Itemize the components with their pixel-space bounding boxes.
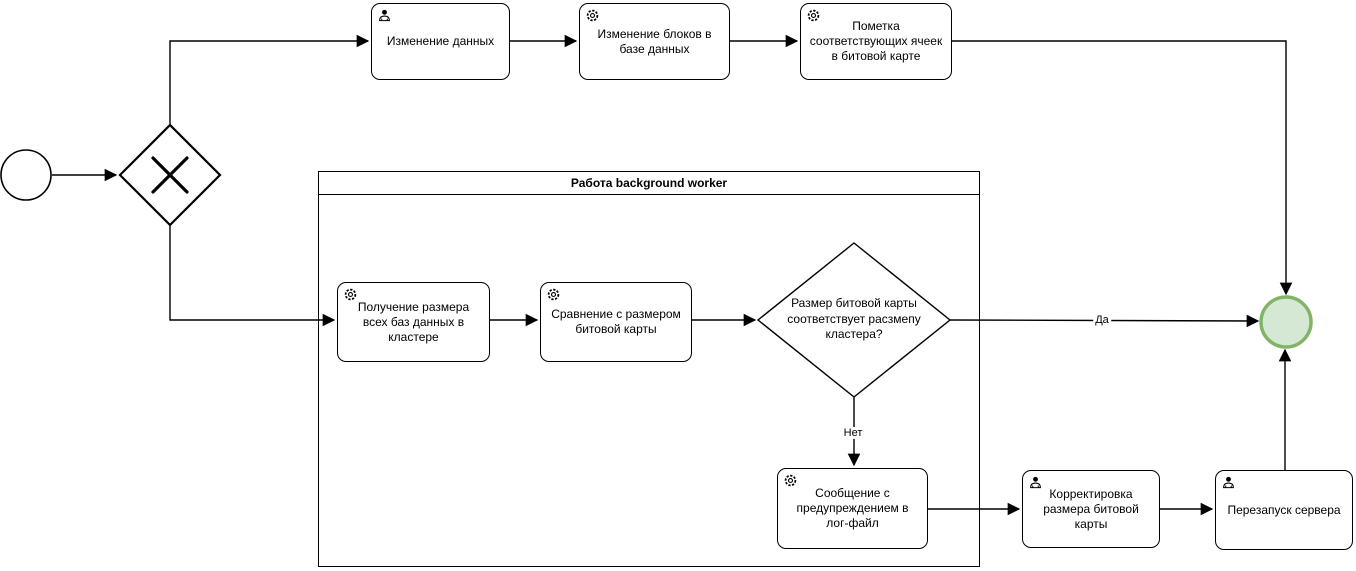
task-change-blocks[interactable]: Изменение блоков в базе данных — [579, 3, 730, 80]
gateway-x-icon — [151, 156, 189, 194]
task-adjust-size[interactable]: Корректировка размера битовой карты — [1022, 470, 1160, 548]
task-compare-size[interactable]: Сравнение с размером битовой карты — [540, 282, 692, 362]
task-label: Сравнение с размером битовой карты — [551, 307, 681, 336]
gear-icon — [586, 9, 599, 22]
gear-icon — [547, 288, 560, 301]
user-icon — [379, 9, 390, 22]
task-label: Корректировка размера битовой карты — [1043, 486, 1139, 531]
flow-gateway-to-change-data — [169, 34, 370, 125]
task-label: Перезапуск сервера — [1227, 502, 1341, 517]
subprocess-title: Работа background worker — [319, 172, 979, 195]
task-restart-server[interactable]: Перезапуск сервера — [1215, 470, 1353, 550]
task-log-warning[interactable]: Сообщение с предупреждением в лог-файл — [777, 468, 928, 549]
start-event[interactable] — [0, 149, 52, 201]
gear-icon — [344, 288, 357, 301]
flow-mark-cells-to-end — [952, 40, 1293, 296]
edge-label-yes: Да — [1093, 314, 1111, 326]
task-change-data[interactable]: Изменение данных — [371, 3, 510, 80]
task-get-sizes[interactable]: Получение размера всех баз данных в клас… — [337, 282, 490, 362]
task-label: Получение размера всех баз данных в клас… — [357, 299, 470, 344]
task-mark-cells[interactable]: Пометка соответствующих ячеек в битовой … — [800, 3, 952, 80]
decision-label: Размер битовой карты соответствует расзм… — [787, 296, 921, 342]
task-label: Пометка соответствующих ячеек в битовой … — [809, 19, 943, 63]
user-icon — [1223, 476, 1234, 489]
task-label: Изменение блоков в базе данных — [597, 26, 712, 56]
flow-gateway-to-get-sizes — [169, 225, 336, 327]
task-label: Изменение данных — [386, 34, 495, 48]
end-event[interactable] — [1259, 295, 1313, 349]
task-label: Сообщение с предупреждением в лог-файл — [796, 486, 909, 530]
gear-icon — [807, 9, 820, 22]
edge-label-no: Нет — [841, 427, 865, 439]
user-icon — [1030, 476, 1041, 489]
gear-icon — [784, 474, 797, 487]
